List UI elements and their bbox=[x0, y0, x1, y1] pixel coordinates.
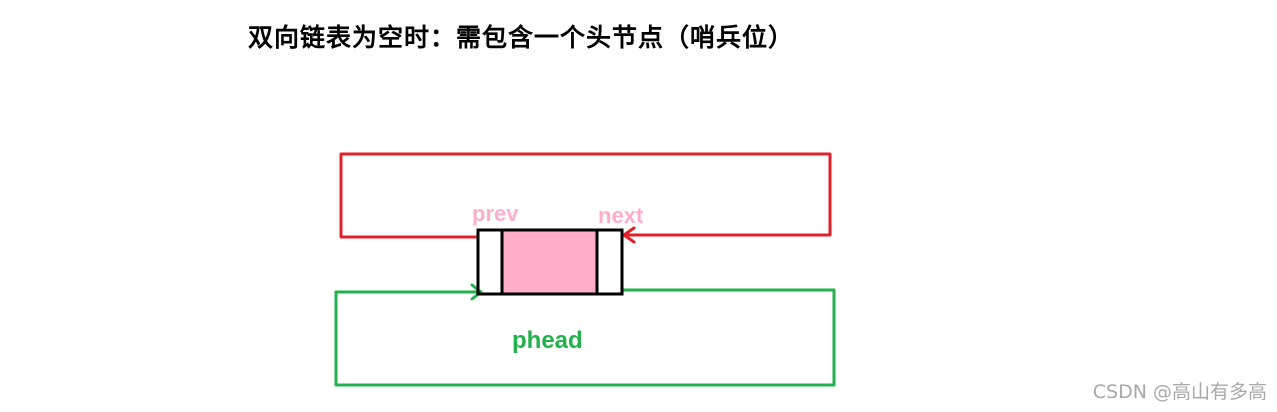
next-link-arrowhead bbox=[470, 283, 483, 301]
next-link-loop bbox=[334, 288, 836, 387]
next-label: next bbox=[598, 203, 644, 228]
node-data-field bbox=[502, 230, 597, 294]
page-title: 双向链表为空时：需包含一个头节点（哨兵位） bbox=[248, 23, 795, 52]
prev-label: prev bbox=[472, 201, 519, 226]
node-outline bbox=[476, 228, 624, 296]
prev-link-loop bbox=[339, 152, 832, 239]
watermark: CSDN @高山有多高 bbox=[1092, 381, 1267, 403]
head-node bbox=[476, 228, 624, 296]
phead-label: phead bbox=[512, 327, 583, 354]
prev-link-arrowhead bbox=[622, 226, 636, 244]
